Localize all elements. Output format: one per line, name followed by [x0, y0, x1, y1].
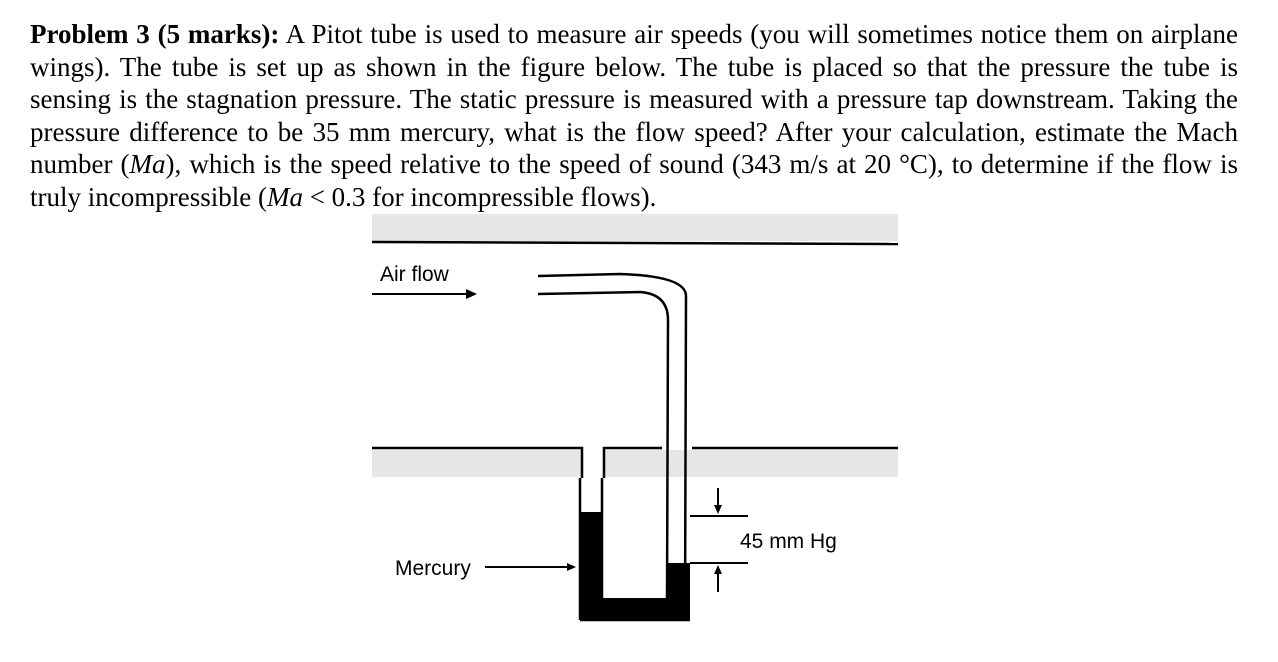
dimension-arrowhead-up	[714, 565, 722, 574]
mercury-left-column	[581, 512, 602, 620]
mercury-arrowhead	[567, 563, 576, 571]
top-wall	[372, 214, 898, 241]
air-flow-label: Air flow	[380, 263, 450, 286]
pitot-tube-inner-wall	[537, 290, 670, 601]
problem-text-1: A Pitot tube is used to measure air spee…	[30, 19, 1238, 179]
problem-statement: Problem 3 (5 marks): A Pitot tube is use…	[30, 18, 1238, 213]
problem-text-2: ), which is the speed relative to the sp…	[30, 149, 1238, 212]
mercury-right-column	[668, 563, 690, 620]
pitot-tube-outer-wall	[537, 272, 688, 621]
problem-heading: Problem 3 (5 marks):	[30, 19, 280, 49]
pressure-tap-line	[602, 446, 662, 478]
top-wall-line	[371, 240, 899, 246]
mach-symbol: Ma	[129, 149, 166, 179]
mercury-label: Mercury	[395, 557, 471, 580]
problem-text-3: < 0.3 for incompressible flows).	[302, 181, 657, 212]
height-label: 45 mm Hg	[740, 530, 837, 553]
bottom-wall-right	[604, 450, 898, 477]
bottom-wall-left	[372, 450, 582, 477]
mach-symbol-2: Ma	[266, 181, 303, 212]
air-flow-arrowhead	[466, 289, 477, 299]
dimension-arrowhead-down	[714, 505, 722, 514]
bottom-wall-line-left	[372, 446, 584, 478]
mercury-bottom	[581, 598, 690, 620]
